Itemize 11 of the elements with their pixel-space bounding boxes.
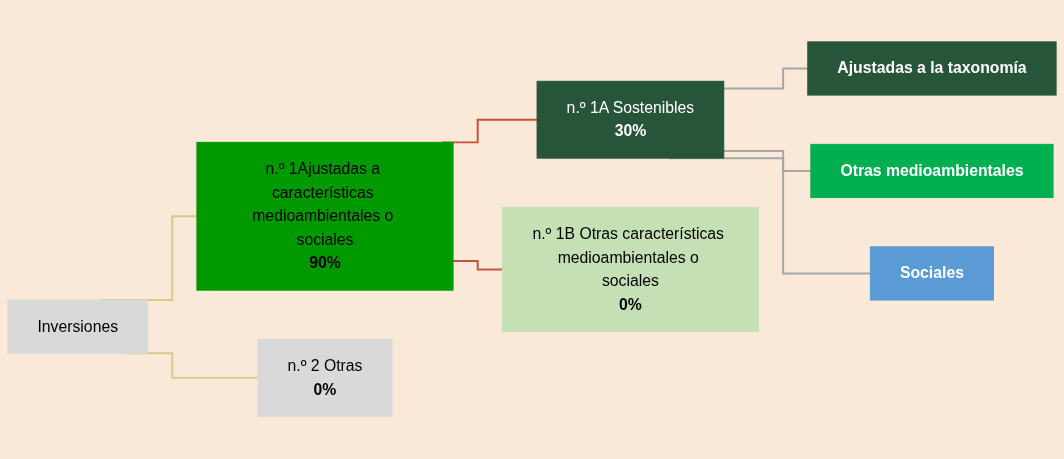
node-box: n.º 2 Otras 0%	[257, 339, 393, 418]
node-box: Inversiones	[7, 299, 149, 355]
node-box: n.º 1Ajustadas a características medioambientales o sociales 90%	[196, 142, 454, 292]
connector	[722, 150, 812, 173]
node-box: Ajustadas a la taxonomía	[807, 41, 1057, 96]
connector	[722, 67, 809, 90]
node-box: n.º 1B Otras características medioambientales o sociales 0%	[501, 207, 759, 333]
node-box: n.º 1A Sostenibles 30%	[536, 81, 725, 160]
node-box: Sociales	[869, 246, 994, 301]
node-box: Otras medioambientales	[810, 144, 1054, 199]
connector	[452, 260, 504, 271]
